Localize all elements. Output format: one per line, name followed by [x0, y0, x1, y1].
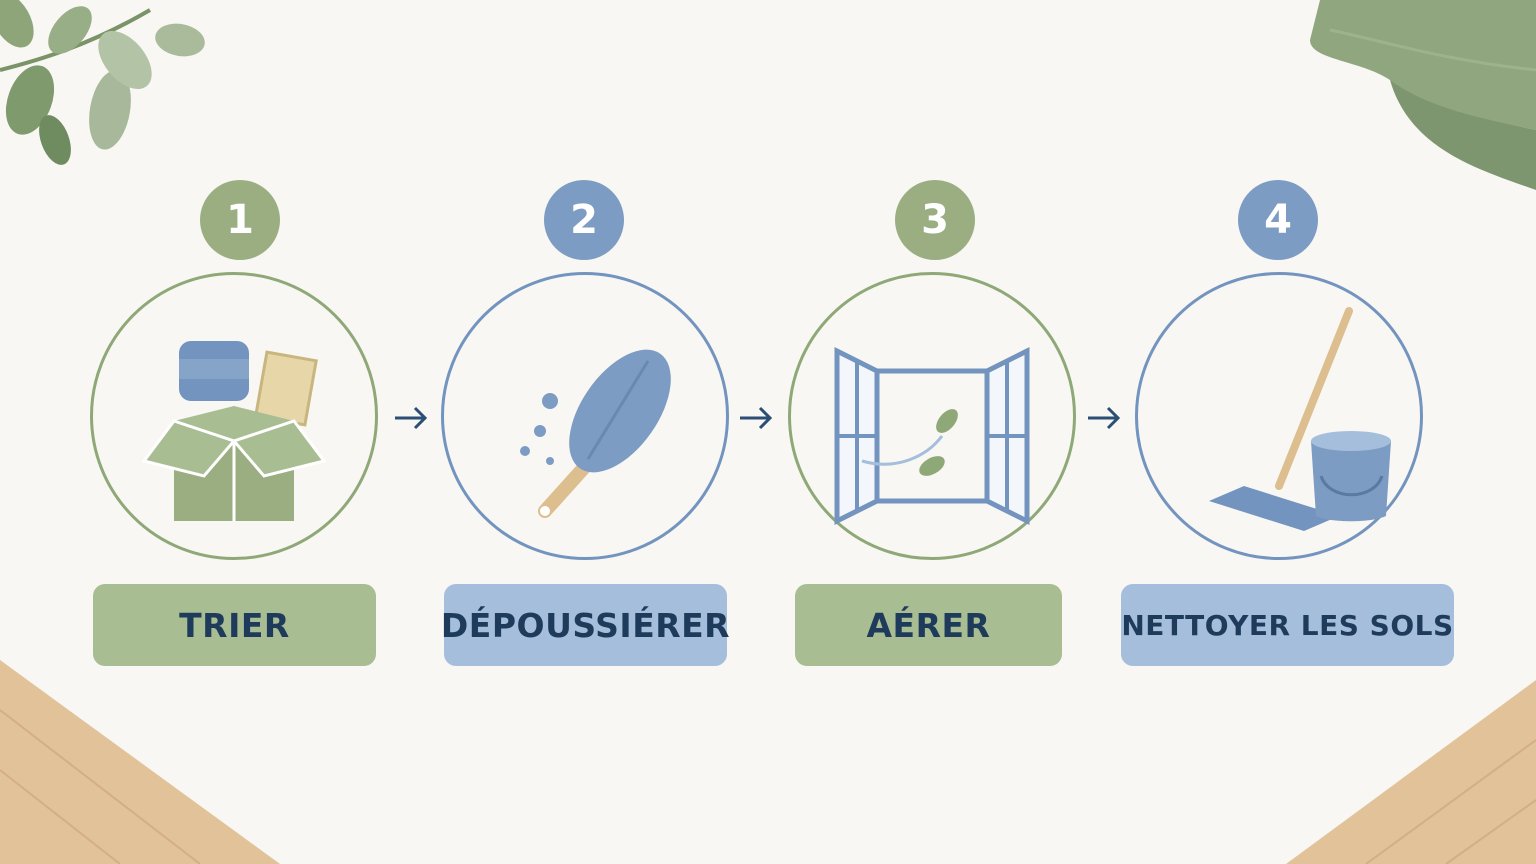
step-number-badge: 1 [200, 180, 280, 260]
step-label: DÉPOUSSIÉRER [441, 584, 730, 666]
step-4: 4 NETTOYER LES SOLS [1100, 0, 1480, 700]
arrow-right-icon [740, 406, 773, 430]
step-label: TRIER [93, 584, 376, 666]
step-number-badge: 4 [1238, 180, 1318, 260]
step-icon-circle [1135, 272, 1423, 560]
step-icon-circle [90, 272, 378, 560]
box-icon [141, 341, 327, 521]
step-number-badge: 3 [895, 180, 975, 260]
step-number-badge: 2 [544, 180, 624, 260]
plant-leaves-decoration [0, 0, 205, 165]
mop-bucket-icon [1209, 307, 1391, 531]
step-label: AÉRER [795, 584, 1062, 666]
wood-table-right-decoration [1286, 680, 1536, 864]
feather-duster-icon [520, 349, 671, 518]
step-1: 1 TRIER [45, 0, 425, 700]
arrow-right-icon [1088, 406, 1121, 430]
step-icon-circle [788, 272, 1076, 560]
towel-decoration [1310, 0, 1536, 190]
wood-table-left-decoration [0, 660, 280, 864]
step-icon-circle [441, 272, 729, 560]
open-window-icon [834, 346, 1030, 526]
arrow-right-icon [395, 406, 428, 430]
step-2: 2 DÉPOUSSIÉRER [393, 0, 773, 700]
step-3: 3 AÉRER [745, 0, 1125, 700]
step-label: NETTOYER LES SOLS [1121, 584, 1454, 666]
